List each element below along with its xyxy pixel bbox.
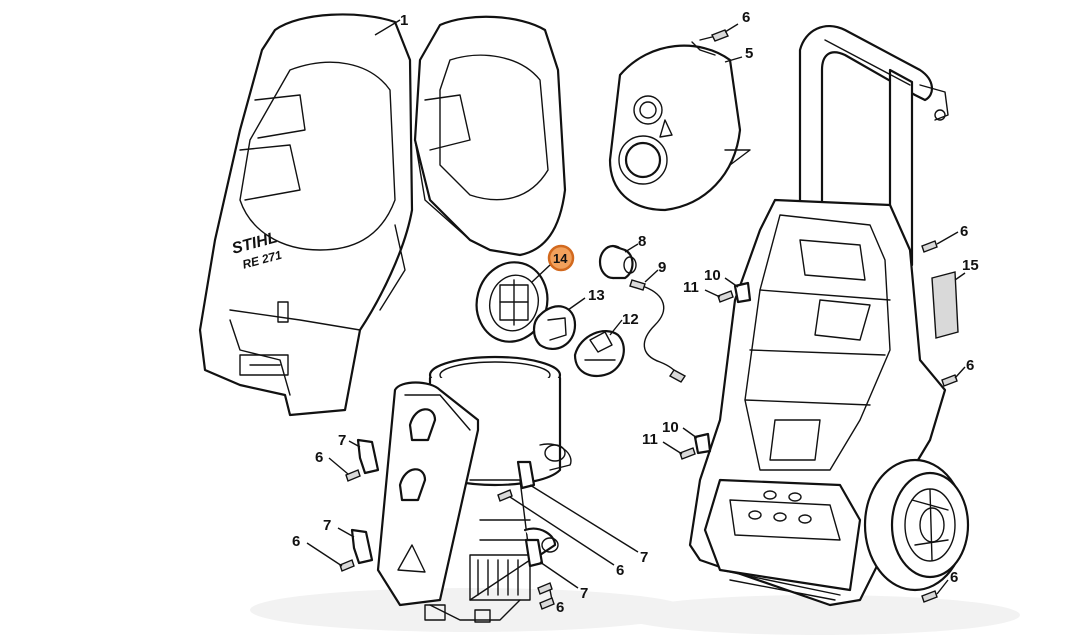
leader-line xyxy=(337,527,355,538)
knob-part-12 xyxy=(573,329,625,378)
leader-line xyxy=(936,231,959,245)
callout-6h: 6 xyxy=(950,569,958,586)
callout-1: 1 xyxy=(400,12,408,29)
callout-6b: 6 xyxy=(315,449,323,466)
leader-line xyxy=(328,457,349,475)
leader-line xyxy=(724,56,743,63)
leader-line xyxy=(306,542,343,567)
callout-10b: 10 xyxy=(662,419,679,436)
drive-wheel-part-14 xyxy=(475,261,549,343)
callout-15: 15 xyxy=(962,257,979,274)
leader-line xyxy=(936,579,949,595)
leader-line xyxy=(954,366,966,379)
leader-line xyxy=(539,561,579,589)
leader-line xyxy=(662,441,683,455)
callout-9: 9 xyxy=(658,259,666,276)
leader-line xyxy=(704,289,721,298)
callout-5: 5 xyxy=(745,45,753,62)
trolley-frame-part xyxy=(688,25,970,607)
callout-7a: 7 xyxy=(338,432,346,449)
callout-8: 8 xyxy=(638,233,646,250)
callout-6f: 6 xyxy=(960,223,968,240)
callout-6g: 6 xyxy=(966,357,974,374)
clip-part xyxy=(693,281,752,455)
leader-line xyxy=(509,496,615,566)
highlight-ring-14 xyxy=(547,244,575,272)
callout-7d: 7 xyxy=(580,585,588,602)
hose-reel-cover-part xyxy=(608,41,751,212)
leader-line xyxy=(567,297,586,311)
callout-6c: 6 xyxy=(292,533,300,550)
leader-line xyxy=(644,269,659,283)
ground-shadow xyxy=(250,588,690,632)
callout-7b: 7 xyxy=(323,517,331,534)
cable-part-9 xyxy=(629,279,687,383)
callout-7c: 7 xyxy=(640,549,648,566)
front-cover-part: STIHL RE 271 xyxy=(198,13,414,417)
screw-part xyxy=(699,29,729,42)
leader-line xyxy=(724,23,739,33)
callout-13: 13 xyxy=(588,287,605,304)
screw-part xyxy=(539,597,555,610)
bushing-part-13 xyxy=(532,305,577,351)
leader-line xyxy=(954,272,966,281)
callout-11b: 11 xyxy=(642,431,658,448)
leader-line xyxy=(624,243,639,253)
leader-line xyxy=(529,484,639,553)
leader-line xyxy=(348,440,361,448)
motor-pump-assembly xyxy=(376,355,572,623)
leader-line xyxy=(609,319,623,336)
callout-14: 14 xyxy=(553,251,568,266)
callout-11a: 11 xyxy=(683,279,699,296)
rear-cover-part xyxy=(413,15,567,257)
callout-6d: 6 xyxy=(616,562,624,579)
leader-line xyxy=(724,277,739,288)
ground-shadow xyxy=(620,595,1020,635)
cap-part-8 xyxy=(598,244,637,280)
screw-part xyxy=(339,469,553,595)
callout-6a: 6 xyxy=(742,9,750,26)
callout-10a: 10 xyxy=(704,267,721,284)
leader-line xyxy=(531,264,551,283)
callout-6e: 6 xyxy=(556,599,564,616)
callout-12: 12 xyxy=(622,311,639,328)
leader-line xyxy=(682,427,698,439)
screw-part xyxy=(679,240,958,603)
leader-line xyxy=(374,19,401,36)
